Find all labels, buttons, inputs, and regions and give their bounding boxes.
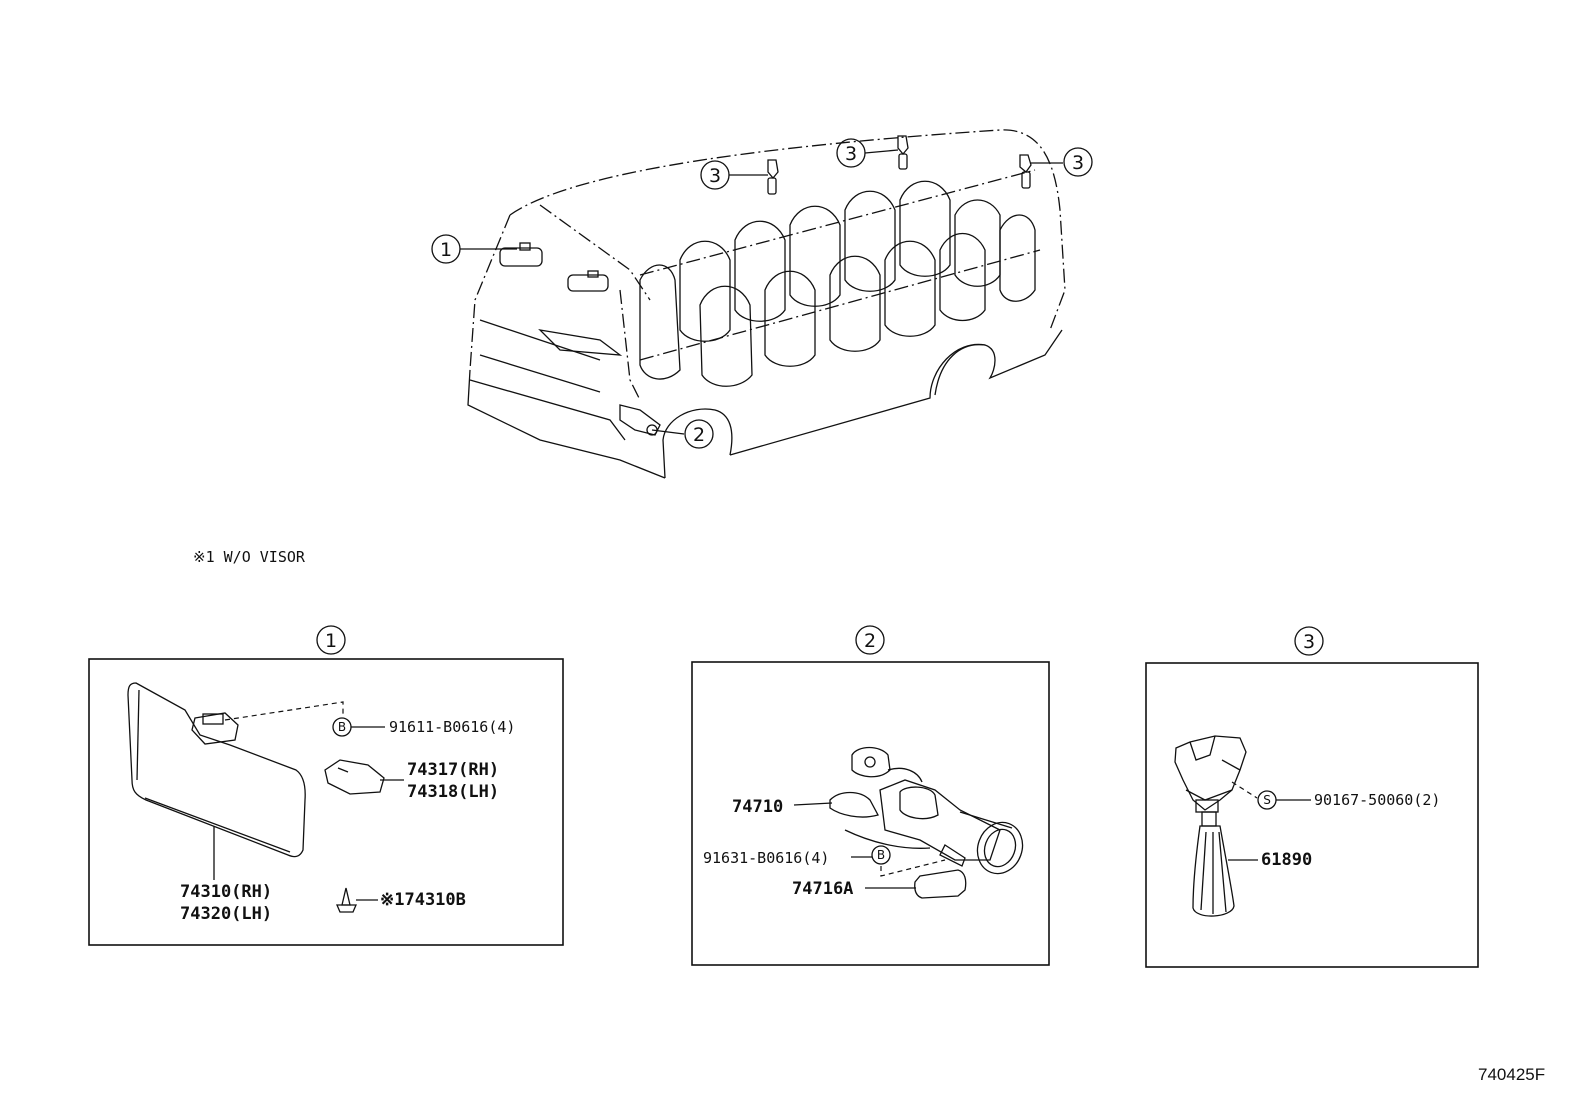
- screw-s-callout: S: [1263, 793, 1271, 807]
- panel-3-assist-grip: 3 S 90167-50060(2) 61890: [1145, 626, 1479, 968]
- part-74318-lh: 74318(LH): [407, 782, 499, 802]
- part-90167-50060: 90167-50060(2): [1314, 791, 1440, 809]
- part-91611-b0616: 91611-B0616(4): [389, 718, 515, 736]
- overview-callouts: 1 3 3 3 2: [431, 138, 1093, 449]
- lighter-cover-pad: [914, 869, 967, 899]
- part-74310b: ※174310B: [380, 890, 466, 910]
- vehicle-visor-left: [499, 247, 543, 267]
- part-74716a: 74716A: [792, 879, 853, 899]
- panel-2-callout: 2: [864, 630, 876, 652]
- callout-3-overview-c: 3: [1072, 152, 1084, 174]
- panel-2-cigarette-lighter: 2 74710 91631-B0616(4) B 74716A: [691, 625, 1050, 966]
- part-74317-rh: 74317(RH): [407, 760, 499, 780]
- assist-grip: [1174, 735, 1247, 917]
- part-61890: 61890: [1261, 850, 1312, 870]
- part-91631-b0616: 91631-B0616(4): [703, 849, 829, 867]
- panel-1-callout: 1: [325, 630, 337, 652]
- sun-visor-panel: [127, 682, 306, 858]
- note-without-visor: ※1 W/O VISOR: [193, 548, 306, 566]
- lighter-assembly: [829, 746, 1024, 875]
- vehicle-overview: [460, 129, 1066, 479]
- panel-1-sun-visor: 1 B 91611-B0616(4) 74317(RH) 74318(LH) 7…: [88, 625, 564, 946]
- figure-code: 740425F: [1478, 1065, 1545, 1084]
- callout-2-overview: 2: [693, 424, 705, 446]
- part-74710: 74710: [732, 797, 783, 817]
- visor-holder-clip: [324, 759, 385, 795]
- vehicle-assist-grips: [767, 135, 1032, 195]
- callout-3-overview-a: 3: [709, 165, 721, 187]
- callout-3-overview-b: 3: [845, 143, 857, 165]
- vehicle-body-outline: [509, 129, 1066, 331]
- part-74320-lh: 74320(LH): [180, 904, 272, 924]
- part-74310-rh: 74310(RH): [180, 882, 272, 902]
- screw-b-callout-2: B: [877, 848, 885, 862]
- callout-1-overview: 1: [440, 239, 452, 261]
- screw-b-callout-1: B: [338, 720, 346, 734]
- panel-3-callout: 3: [1303, 631, 1315, 653]
- seats: [538, 180, 1036, 387]
